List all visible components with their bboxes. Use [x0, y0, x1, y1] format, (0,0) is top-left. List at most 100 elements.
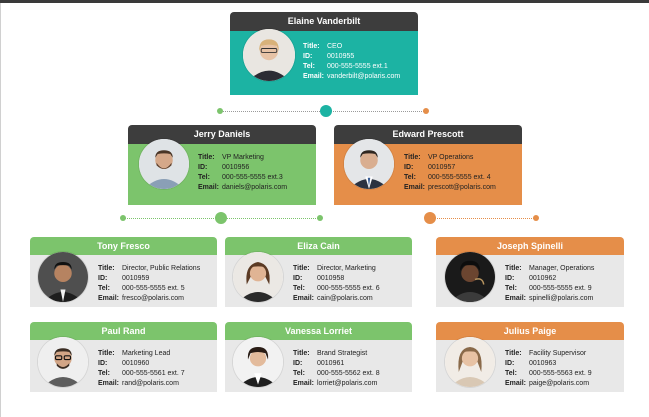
- person-title: Manager, Operations: [529, 265, 595, 272]
- person-id: 0010957: [428, 164, 456, 171]
- person-email: lorriet@polaris.com: [317, 380, 378, 387]
- person-email: prescott@polaris.com: [428, 184, 496, 191]
- left-border: [0, 3, 1, 417]
- person-title: Marketing Lead: [122, 350, 171, 357]
- person-title: Director, Public Relations: [122, 265, 201, 272]
- avatar: [233, 252, 283, 302]
- label-id: ID:: [98, 275, 108, 282]
- person-tel: 000-555-5563 ext. 9: [529, 370, 592, 377]
- card-paul-rand[interactable]: Paul Rand Title:Marketing Lead ID:001096…: [30, 322, 217, 392]
- label-email: Email:: [505, 380, 527, 387]
- card-header: Eliza Cain: [225, 237, 412, 255]
- card-header: Vanessa Lorriet: [225, 322, 412, 340]
- person-id: 0010955: [327, 53, 355, 60]
- person-tel: 000-555-5561 ext. 7: [122, 370, 185, 377]
- label-tel: Tel:: [98, 285, 110, 292]
- person-info: Title:VP Operations ID:0010957 Tel:000-5…: [404, 153, 496, 193]
- person-email: rand@polaris.com: [122, 380, 179, 387]
- label-email: Email:: [505, 295, 527, 302]
- person-info: Title:VP Marketing ID:0010956 Tel:000-55…: [198, 153, 287, 193]
- person-email: fresco@polaris.com: [122, 295, 184, 302]
- connector-dot-center: [320, 105, 332, 117]
- person-email: vanderbilt@polaris.com: [327, 73, 401, 80]
- label-tel: Tel:: [303, 63, 315, 70]
- person-id: 0010963: [529, 360, 557, 367]
- connector-dot-orange-right: [533, 215, 539, 221]
- person-tel: 000-555-5555 ext.1: [327, 63, 388, 70]
- avatar: [38, 252, 88, 302]
- person-tel: 000-555-5555 ext. 4: [428, 174, 491, 181]
- person-title: VP Marketing: [222, 154, 264, 161]
- label-title: Title:: [293, 265, 310, 272]
- card-vp-operations[interactable]: Edward Prescott Title:VP Operations ID:0…: [334, 125, 522, 205]
- card-tony-fresco[interactable]: Tony Fresco Title: Director, Public Relat…: [30, 237, 217, 307]
- person-id: 0010962: [529, 275, 557, 282]
- person-id: 0010956: [222, 164, 250, 171]
- card-ceo[interactable]: Elaine Vanderbilt Title:CEO ID:0010955 T…: [230, 12, 418, 95]
- person-info: Title:Manager, Operations ID:0010962 Tel…: [505, 264, 594, 304]
- card-vp-marketing[interactable]: Jerry Daniels Title:VP Marketing ID:0010…: [128, 125, 316, 205]
- card-eliza-cain[interactable]: Eliza Cain Title: Director, Marketing ID:…: [225, 237, 412, 307]
- label-id: ID:: [293, 275, 303, 282]
- card-joseph-spinelli[interactable]: Joseph Spinelli Title:Manager, Operation…: [436, 237, 624, 307]
- card-vanessa-lorriet[interactable]: Vanessa Lorriet Title:Brand Strategist I…: [225, 322, 412, 392]
- label-tel: Tel:: [198, 174, 210, 181]
- person-title: Director, Marketing: [317, 265, 376, 272]
- avatar: [445, 252, 495, 302]
- label-email: Email:: [98, 380, 120, 387]
- top-border: [0, 0, 649, 3]
- person-info: Title:Marketing Lead ID:0010960 Tel:000-…: [98, 349, 185, 389]
- label-email: Email:: [293, 380, 315, 387]
- connector-dot-green-left: [120, 215, 126, 221]
- connector-dot-green-right: [317, 215, 323, 221]
- person-title: Facility Supervisor: [529, 350, 587, 357]
- label-tel: Tel:: [505, 285, 517, 292]
- label-tel: Tel:: [293, 285, 305, 292]
- label-title: Title:: [404, 154, 421, 161]
- connector-dot-right: [423, 108, 429, 114]
- avatar: [139, 139, 189, 189]
- card-header: Julius Paige: [436, 322, 624, 340]
- label-title: Title:: [98, 265, 115, 272]
- label-tel: Tel:: [293, 370, 305, 377]
- avatar: [344, 139, 394, 189]
- label-tel: Tel:: [505, 370, 517, 377]
- person-id: 0010961: [317, 360, 345, 367]
- connector-dot-green-center: [215, 212, 227, 224]
- label-id: ID:: [293, 360, 303, 367]
- connector-level-2-orange: [430, 218, 536, 219]
- person-name: Jerry Daniels: [193, 129, 251, 139]
- card-header: Elaine Vanderbilt: [230, 12, 418, 31]
- label-id: ID:: [404, 164, 414, 171]
- person-name: Vanessa Lorriet: [284, 326, 353, 336]
- avatar: [38, 337, 88, 387]
- person-title: Brand Strategist: [317, 350, 368, 357]
- person-name: Eliza Cain: [297, 241, 340, 251]
- label-tel: Tel:: [404, 174, 416, 181]
- label-email: Email:: [303, 73, 325, 80]
- card-header: Tony Fresco: [30, 237, 217, 255]
- person-info: Title:CEO ID:0010955 Tel:000-555-5555 ex…: [303, 42, 400, 82]
- person-tel: 000-555-5555 ext.3: [222, 174, 283, 181]
- label-id: ID:: [303, 53, 313, 60]
- person-tel: 000-555-5555 ext. 6: [317, 285, 380, 292]
- person-name: Edward Prescott: [392, 129, 464, 139]
- person-tel: 000-555-5555 ext. 9: [529, 285, 592, 292]
- person-id: 0010958: [317, 275, 345, 282]
- label-id: ID:: [505, 360, 515, 367]
- avatar: [233, 337, 283, 387]
- person-name: Tony Fresco: [97, 241, 150, 251]
- person-info: Title:Brand Strategist ID:0010961 Tel:00…: [293, 349, 380, 389]
- label-title: Title:: [505, 265, 522, 272]
- label-email: Email:: [404, 184, 426, 191]
- person-email: paige@polaris.com: [529, 380, 590, 387]
- person-info: Title:Director, Public Relations ID:0010…: [98, 264, 200, 304]
- avatar: [445, 337, 495, 387]
- card-header: Edward Prescott: [334, 125, 522, 144]
- avatar: [243, 29, 295, 81]
- person-name: Julius Paige: [503, 326, 557, 336]
- card-julius-paige[interactable]: Julius Paige Title:Facility Supervisor I…: [436, 322, 624, 392]
- label-title: Title:: [98, 350, 115, 357]
- label-id: ID:: [98, 360, 108, 367]
- person-tel: 000-555-5555 ext. 5: [122, 285, 185, 292]
